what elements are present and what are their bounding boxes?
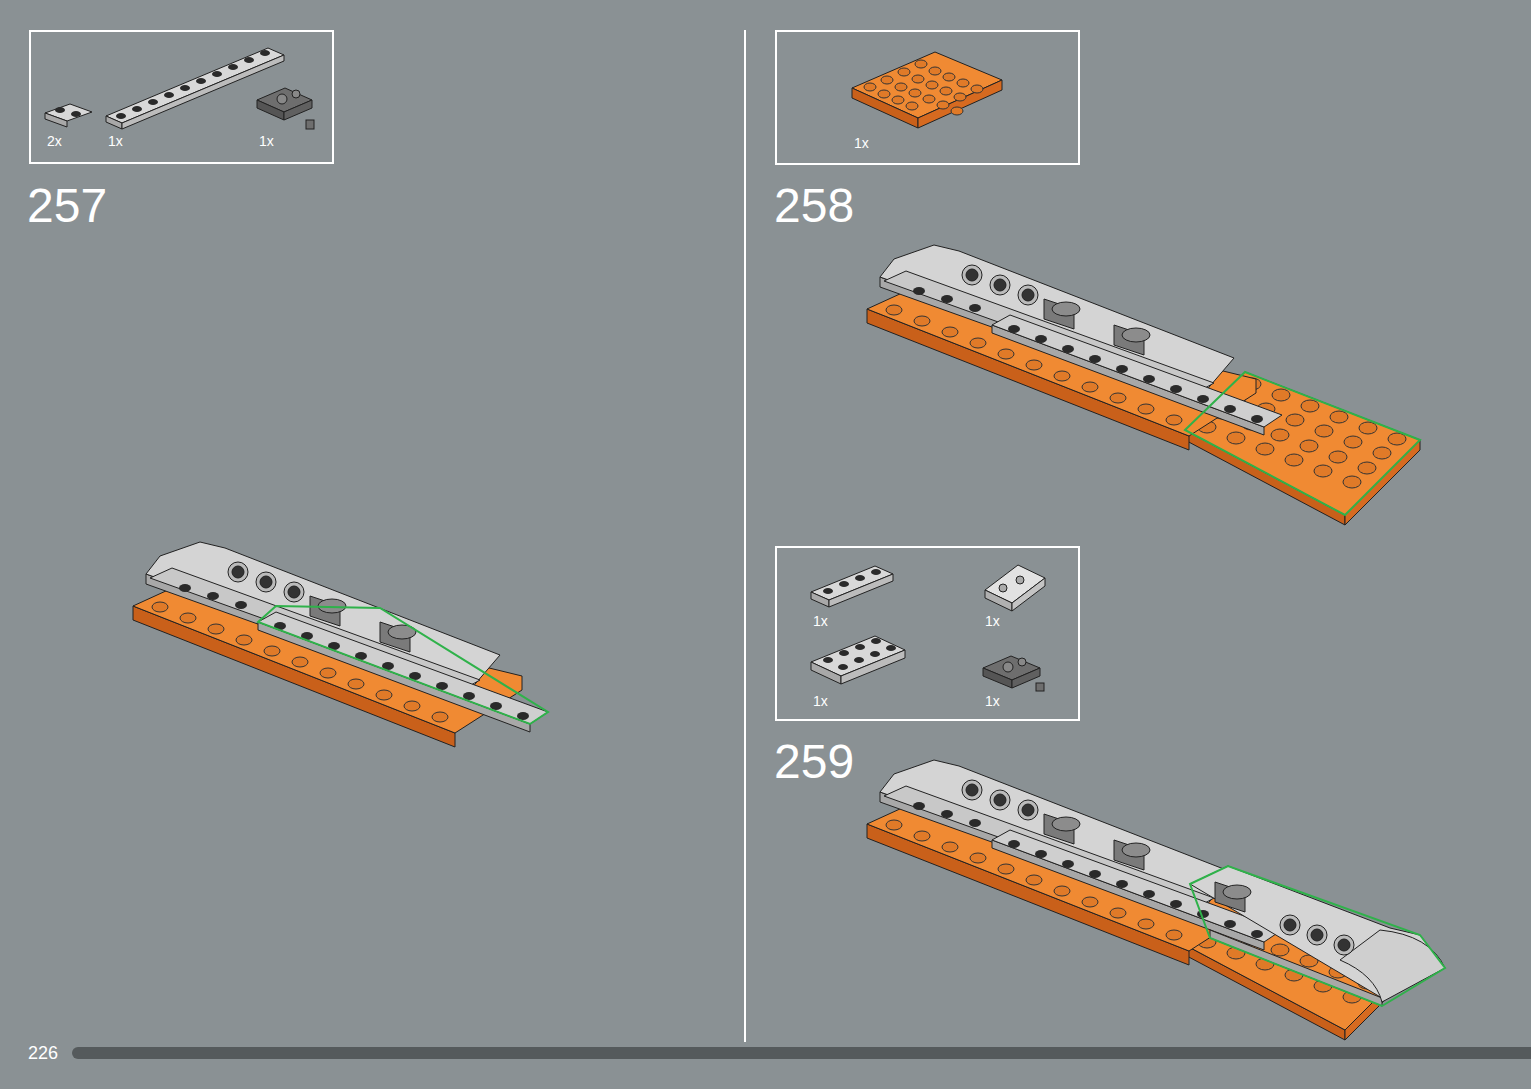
part-quantity: 1x	[259, 133, 274, 149]
part-quantity: 2x	[47, 133, 62, 149]
part-quantity: 1x	[854, 135, 869, 151]
step-number: 259	[774, 738, 854, 786]
part-quantity: 1x	[985, 693, 1000, 709]
page-number: 226	[28, 1044, 58, 1062]
part-quantity: 1x	[813, 693, 828, 709]
part-quantity: 1x	[813, 613, 828, 629]
parts-callout-box: 1x 1x 1x 1x	[775, 546, 1080, 721]
part-quantity: 1x	[108, 133, 123, 149]
parts-callout-box: 2x 1x 1x	[29, 30, 334, 164]
parts-callout-box: 1x	[775, 30, 1080, 165]
step-number: 257	[27, 182, 107, 230]
step-number: 258	[774, 182, 854, 230]
part-quantity: 1x	[985, 613, 1000, 629]
